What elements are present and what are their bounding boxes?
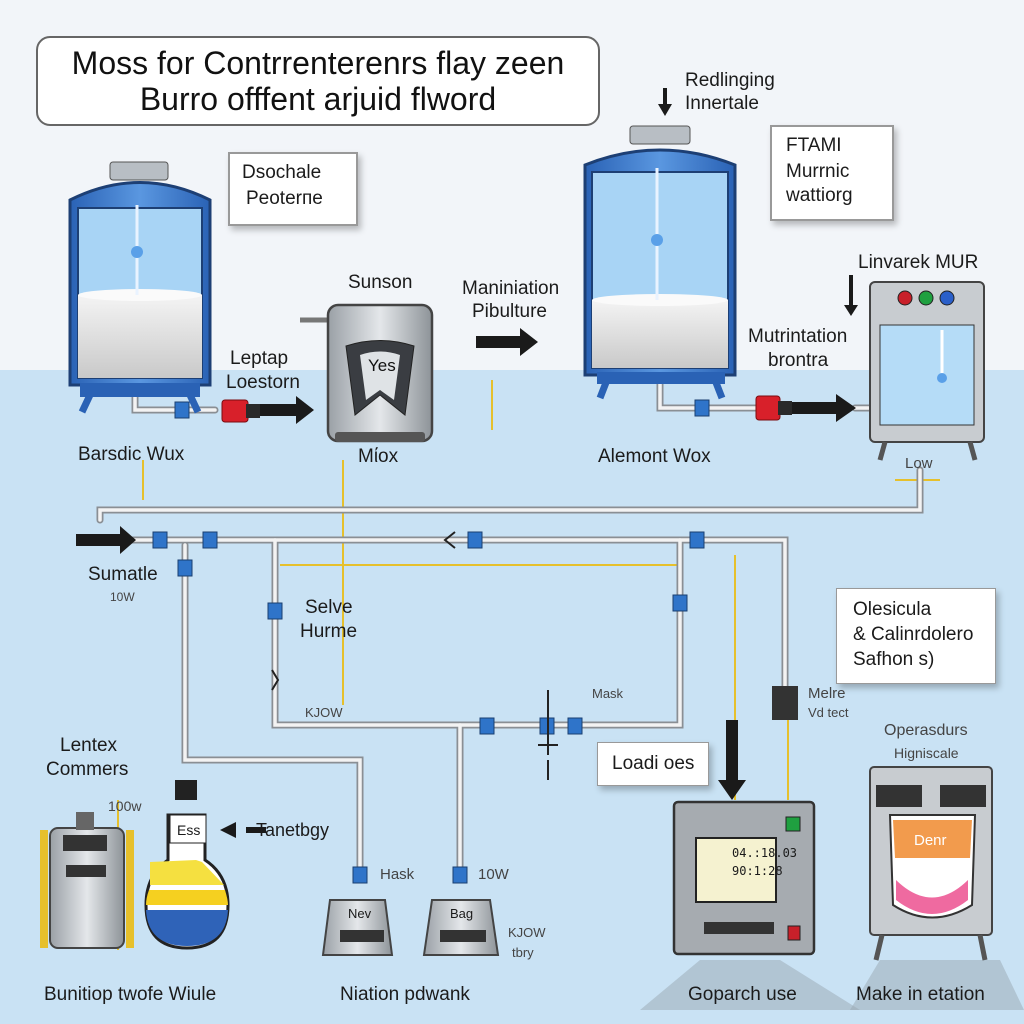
caption-goparch: Goparch use: [688, 984, 797, 1005]
label-sumatle: Sumatle: [88, 564, 158, 585]
red-valves: [221, 395, 792, 423]
arrow-down-icon: [658, 88, 672, 116]
note-line: Loadi oes: [612, 753, 695, 774]
control-panel: [640, 800, 860, 1010]
fitting: [452, 866, 468, 884]
note-dsochale: Dsochale Peoterпe: [228, 152, 358, 226]
note-olesicula: Olesicula & Calinrdolero Safhon s): [836, 588, 996, 684]
right-tank: [583, 125, 737, 400]
arrow-right-icon: [258, 396, 314, 424]
label-leptap: Leptap: [230, 348, 289, 369]
label-higniscale: Higniscale: [894, 745, 959, 761]
label-klow: KJOW: [508, 925, 546, 940]
note-ftami: FTAMI Murrnic wattiorg: [770, 125, 894, 221]
fitting: [467, 531, 483, 549]
screen-line2: 90:1:28: [732, 864, 783, 878]
label-bag: Bag: [450, 906, 474, 921]
label-kjow: KJOW: [305, 705, 343, 720]
fitting: [152, 531, 168, 549]
caption-make: Make in etation: [856, 984, 985, 1005]
pipe-fittings: [152, 399, 710, 884]
note-line: Murrnic: [786, 161, 850, 182]
label-mask: Mask: [592, 686, 624, 701]
label-vd-tect: Vd tect: [808, 705, 849, 720]
sensor-box-bag: [422, 899, 500, 956]
label-linvarek: Linvarek MUR: [858, 252, 979, 273]
title-line1: Moss for Contrrenterenrs flay zeen: [71, 45, 565, 81]
fitting: [672, 594, 688, 612]
label-selve: Selve: [305, 597, 353, 618]
red-valve: [755, 395, 781, 421]
fitting: [694, 399, 710, 417]
note-line: FTAMI: [786, 135, 842, 156]
flow-arrows: [76, 88, 858, 838]
label-hask: Hask: [380, 866, 415, 883]
sensor-box-nev: [321, 899, 394, 956]
note-line: Dsochale: [242, 162, 322, 183]
label-10w: 10W: [478, 866, 509, 883]
fitting: [202, 531, 218, 549]
mixer-unit: [300, 303, 434, 443]
label-100w: 100w: [108, 798, 142, 814]
label-barsdic: Barsdic Wux: [78, 444, 185, 465]
fitting: [567, 717, 583, 735]
storage-cylinder: [40, 812, 134, 949]
note-line: Safhon s): [853, 649, 935, 670]
valve-symbols: [271, 531, 558, 780]
fitting: [267, 602, 283, 620]
label-mutrintation: Mutrintation: [748, 326, 848, 347]
label-brontra: brontra: [768, 350, 829, 371]
fitting: [689, 531, 705, 549]
label-loestorn: Loestorn: [226, 372, 300, 393]
meter-icon: [772, 686, 798, 720]
diagram-title: Moss for Contrrenterenrs flay zeen Burro…: [36, 36, 600, 126]
red-valve: [221, 399, 249, 423]
label-denr: Denr: [914, 832, 947, 849]
label-lentex: Lentex: [60, 735, 118, 756]
left-tank: [68, 161, 212, 414]
label-operasdurs: Operasdurs: [884, 722, 968, 739]
label-tanetbgy: Tanetbgy: [256, 820, 330, 840]
callout-redlinging: Redlinging: [685, 70, 775, 91]
label-sumatle-sub: 10W: [110, 590, 135, 604]
note-line: & Calinrdolero: [853, 624, 974, 645]
fitting: [174, 401, 190, 419]
label-tbry: tbry: [512, 945, 534, 960]
label-maniniation: Maniniation: [462, 278, 560, 299]
label-low: Low: [905, 455, 933, 472]
label-nev: Nev: [348, 906, 372, 921]
note-line: wattiorg: [786, 185, 853, 206]
label-miox: Mίox: [358, 446, 399, 467]
screen-line1: 04.:18.03: [732, 846, 798, 860]
arrow-left-icon: [220, 822, 266, 838]
note-loadi: Loadi oes: [597, 742, 709, 786]
arrow-right-icon: [476, 328, 538, 356]
label-sunson: Sunson: [348, 272, 413, 293]
fitting: [479, 717, 495, 735]
callout-innertale: Innertale: [685, 93, 759, 114]
arrow-down-icon: [718, 720, 746, 800]
arrow-right-icon: [76, 526, 136, 554]
arrow-down-icon: [844, 275, 858, 316]
caption-bunitiop: Bunitiop twofe Wiule: [44, 984, 217, 1005]
title-line2: Burro offfent arjuid flword: [139, 81, 497, 117]
fitting: [352, 866, 368, 884]
note-line: Olesicula: [853, 599, 932, 620]
dispensing-unit: [850, 766, 1024, 1010]
label-alemont: Alemont Wox: [598, 446, 711, 467]
caption-niation: Niation pdwank: [340, 984, 470, 1005]
label-yes: Yes: [368, 356, 396, 375]
label-melre: Melre: [808, 685, 846, 702]
arrow-right-icon: [778, 394, 856, 422]
flask: [144, 780, 230, 950]
label-commers: Commers: [46, 759, 129, 780]
note-line: Peoterпe: [246, 188, 323, 209]
label-ess: Ess: [177, 822, 201, 838]
label-pibulture: Pibulture: [472, 301, 547, 322]
label-hurme: Hurme: [300, 621, 358, 642]
analyzer-unit: [869, 281, 985, 461]
fitting: [177, 559, 193, 577]
